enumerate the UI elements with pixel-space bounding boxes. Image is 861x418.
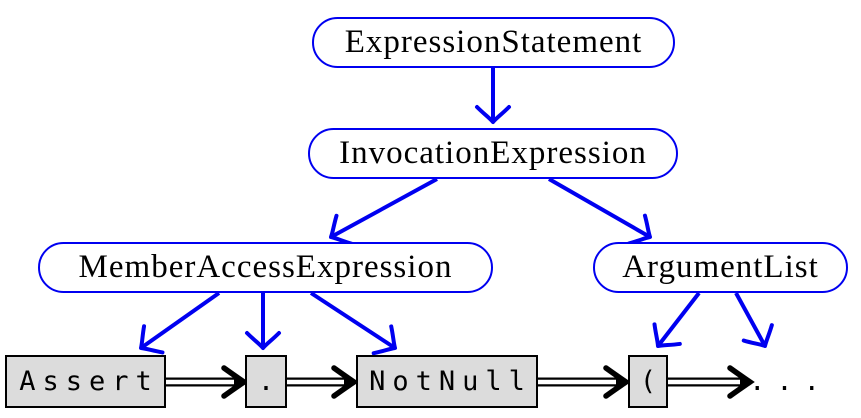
node-expression-statement: ExpressionStatement xyxy=(312,17,675,68)
edge-argumentlist-ellipsis xyxy=(734,292,774,348)
edge-memberaccessexpression-assert xyxy=(139,291,221,355)
token-label: . xyxy=(257,366,282,397)
token-label: ( xyxy=(639,366,664,397)
token-dot: . xyxy=(245,355,287,408)
edge-memberaccessexpression-notnull xyxy=(309,291,397,356)
token-assert: Assert xyxy=(5,355,166,408)
stream-arrow-dot-notnull xyxy=(285,365,359,399)
node-label: ExpressionStatement xyxy=(344,24,643,60)
stream-arrow-notnull-lparen xyxy=(536,365,631,399)
node-label: ArgumentList xyxy=(622,249,819,285)
node-label: InvocationExpression xyxy=(339,135,647,171)
node-argument-list: ArgumentList xyxy=(593,242,848,293)
token-notnull: NotNull xyxy=(356,355,538,408)
token-stream-arrows xyxy=(165,365,755,399)
edge-argumentlist-lparen xyxy=(652,291,701,348)
stream-arrow-lparen-ellipsis xyxy=(666,365,755,399)
token-lparen: ( xyxy=(628,355,668,408)
token-label: ... xyxy=(749,366,831,397)
token-label: Assert xyxy=(19,366,159,397)
edge-invocationexpression-argumentlist xyxy=(548,177,652,246)
edge-invocationexpression-memberaccessexpression xyxy=(329,177,438,246)
node-label: MemberAccessExpression xyxy=(78,249,453,285)
token-label: NotNull xyxy=(369,366,532,397)
stream-arrow-assert-dot xyxy=(165,365,249,399)
node-member-access-expression: MemberAccessExpression xyxy=(38,242,493,293)
token-ellipsis: ... xyxy=(748,355,832,408)
node-invocation-expression: InvocationExpression xyxy=(308,128,678,179)
